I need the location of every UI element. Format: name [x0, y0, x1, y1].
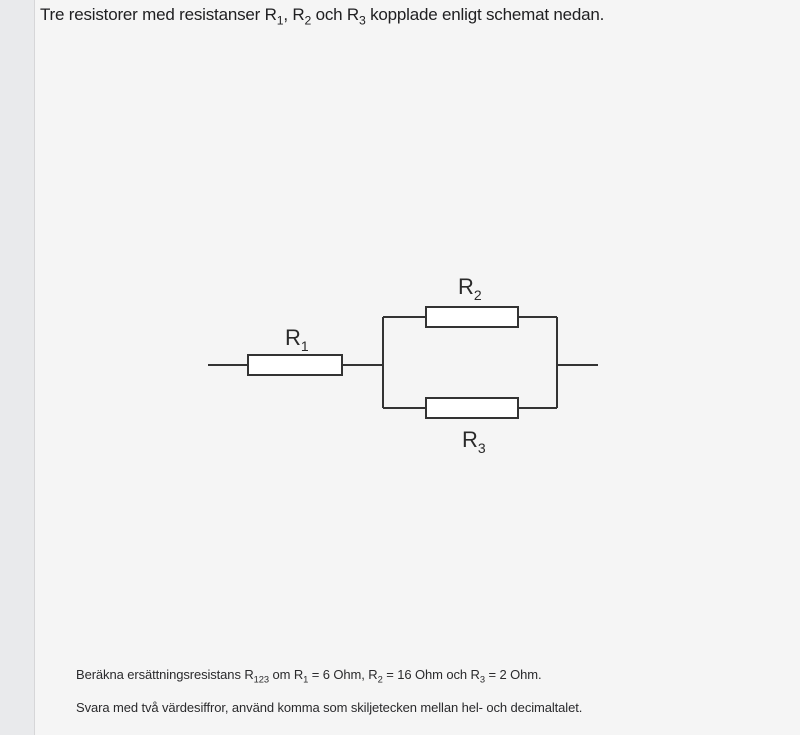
- answer-instruction: Svara med två värdesiffror, använd komma…: [76, 700, 583, 715]
- resistor-r3: [425, 397, 519, 419]
- label-r1: R1: [285, 325, 309, 354]
- question-intro: Tre resistorer med resistanser R1, R2 oc…: [40, 5, 605, 28]
- question-panel: [34, 0, 800, 735]
- task-text: Beräkna ersättningsresistans R123 om R1 …: [76, 667, 542, 685]
- resistor-r2: [425, 306, 519, 328]
- label-r2: R2: [458, 274, 482, 303]
- circuit-diagram: R1 R2 R3: [208, 274, 598, 456]
- label-r3: R3: [462, 427, 486, 456]
- resistor-r1: [247, 354, 343, 376]
